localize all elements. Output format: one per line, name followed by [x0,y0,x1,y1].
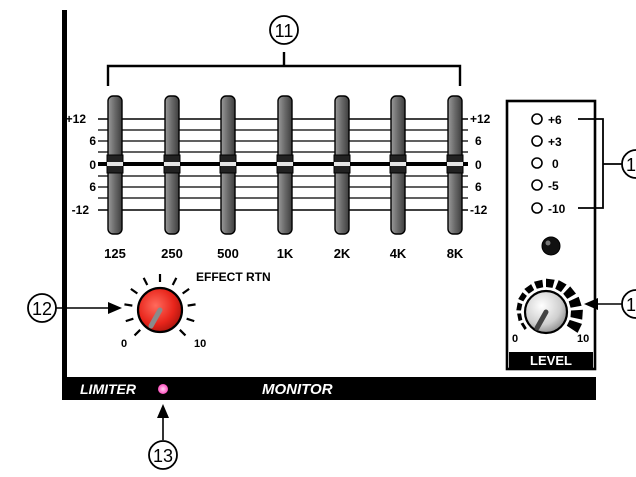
eq-band-label: 250 [161,246,183,261]
level-ring-segment [520,322,527,330]
callout-label-13: 13 [153,446,173,466]
limiter-label: LIMITER [80,381,137,397]
eq-sliders [106,95,464,235]
eq-scale-left-label: -12 [72,203,90,217]
effect-rtn-min-label: 0 [121,338,127,350]
eq-band-labels: 125 250 500 1K 2K 4K 8K [104,246,464,261]
level-panel-button-highlight [545,240,551,246]
eq-scale-left-label: 0 [89,158,96,172]
eq-scale-left-label: 6 [89,134,96,148]
level-ring-segment [566,319,582,333]
callout-label-12: 12 [32,299,52,319]
effect-rtn-tick [133,329,141,337]
effect-rtn-tick [187,303,196,307]
eq-scale-right-label: 6 [475,134,482,148]
level-led-label: 0 [552,157,559,171]
level-led-label: -5 [548,179,559,193]
level-title-bar [509,352,593,368]
eq-scale-right-label: +12 [470,112,491,126]
level-led [531,202,543,214]
level-title: LEVEL [530,353,572,368]
eq-slider-cap-line [107,162,123,166]
level-ring-segment [517,313,523,322]
effect-rtn-tick [186,317,195,323]
eq-band-label: 500 [217,246,239,261]
callout-circle-13 [148,440,178,470]
level-ring-segment [546,278,555,288]
level-ring-segment [516,302,523,311]
callout-12-arrowhead [108,302,122,314]
eq-scale-right: +12 6 0 6 -12 [470,112,491,217]
eq-slider-cap-line [334,162,350,166]
level-led [531,113,543,125]
monitor-label: MONITOR [262,381,333,398]
panel-left-edge [62,10,67,382]
effect-rtn-max-label: 10 [194,338,206,350]
level-ring-segment [568,296,582,308]
callout-13-arrowhead [157,404,169,418]
callout-label-14: 14 [626,155,636,175]
eq-scale-left-label: 6 [89,180,96,194]
effect-rtn-tick [124,303,133,307]
effect-rtn-tick [142,277,149,286]
callout-circle-15 [621,289,636,319]
level-knob-pointer [534,309,549,331]
eq-bracket [106,52,462,86]
level-knob-ring [516,278,583,333]
effect-rtn-knob-pointer [148,307,163,329]
callout-15-arrowhead [584,298,598,310]
level-led [531,179,543,191]
level-ring-segment [555,280,567,292]
eq-band-label: 8K [447,246,464,261]
eq-slider-cap-line [390,162,406,166]
level-ring-segment [570,309,583,320]
level-led [531,135,543,147]
level-ring-segment [534,279,544,289]
effect-rtn-tick [171,277,178,286]
eq-band-label: 4K [390,246,407,261]
eq-scale-left-label: +12 [66,112,87,126]
level-ring-segment [563,286,576,299]
level-ring-segment [524,284,535,294]
eq-slider-cap-line [447,162,463,166]
level-min-label: 0 [512,333,518,345]
callout-label-15: 15 [626,295,636,315]
effect-rtn-ticks [124,274,196,337]
level-led [531,157,543,169]
eq-band-label: 1K [277,246,294,261]
eq-scale-right-label: 6 [475,180,482,194]
level-led-label: +3 [548,135,562,149]
eq-band-label: 2K [334,246,351,261]
level-ring-segment [518,292,527,302]
limiter-led [158,384,168,394]
effect-rtn-tick [182,287,190,295]
callout-circle-11 [269,15,299,45]
callout-label-11: 11 [275,21,294,41]
eq-slider-cap-line [277,162,293,166]
effect-rtn-label: EFFECT RTN [196,270,271,284]
effect-rtn-tick [125,317,134,323]
eq-slider-cap-line [220,162,236,166]
eq-slider-cap-line [164,162,180,166]
eq-scale-left: +12 6 0 6 -12 [66,112,97,217]
eq-scale-right-label: 0 [475,158,482,172]
effect-rtn-tick [130,287,138,295]
level-led-label: -10 [548,202,566,216]
eq-scale-right-label: -12 [470,203,488,217]
level-meter: +6 +3 0 -5 -10 [531,113,566,216]
bottom-bar [62,377,596,400]
eq-band-label: 125 [104,246,126,261]
effect-rtn-tick [179,329,187,337]
level-panel-button[interactable] [541,236,561,256]
callout-circle-14 [621,149,636,179]
level-led-label: +6 [548,113,562,127]
level-max-label: 10 [577,333,589,345]
